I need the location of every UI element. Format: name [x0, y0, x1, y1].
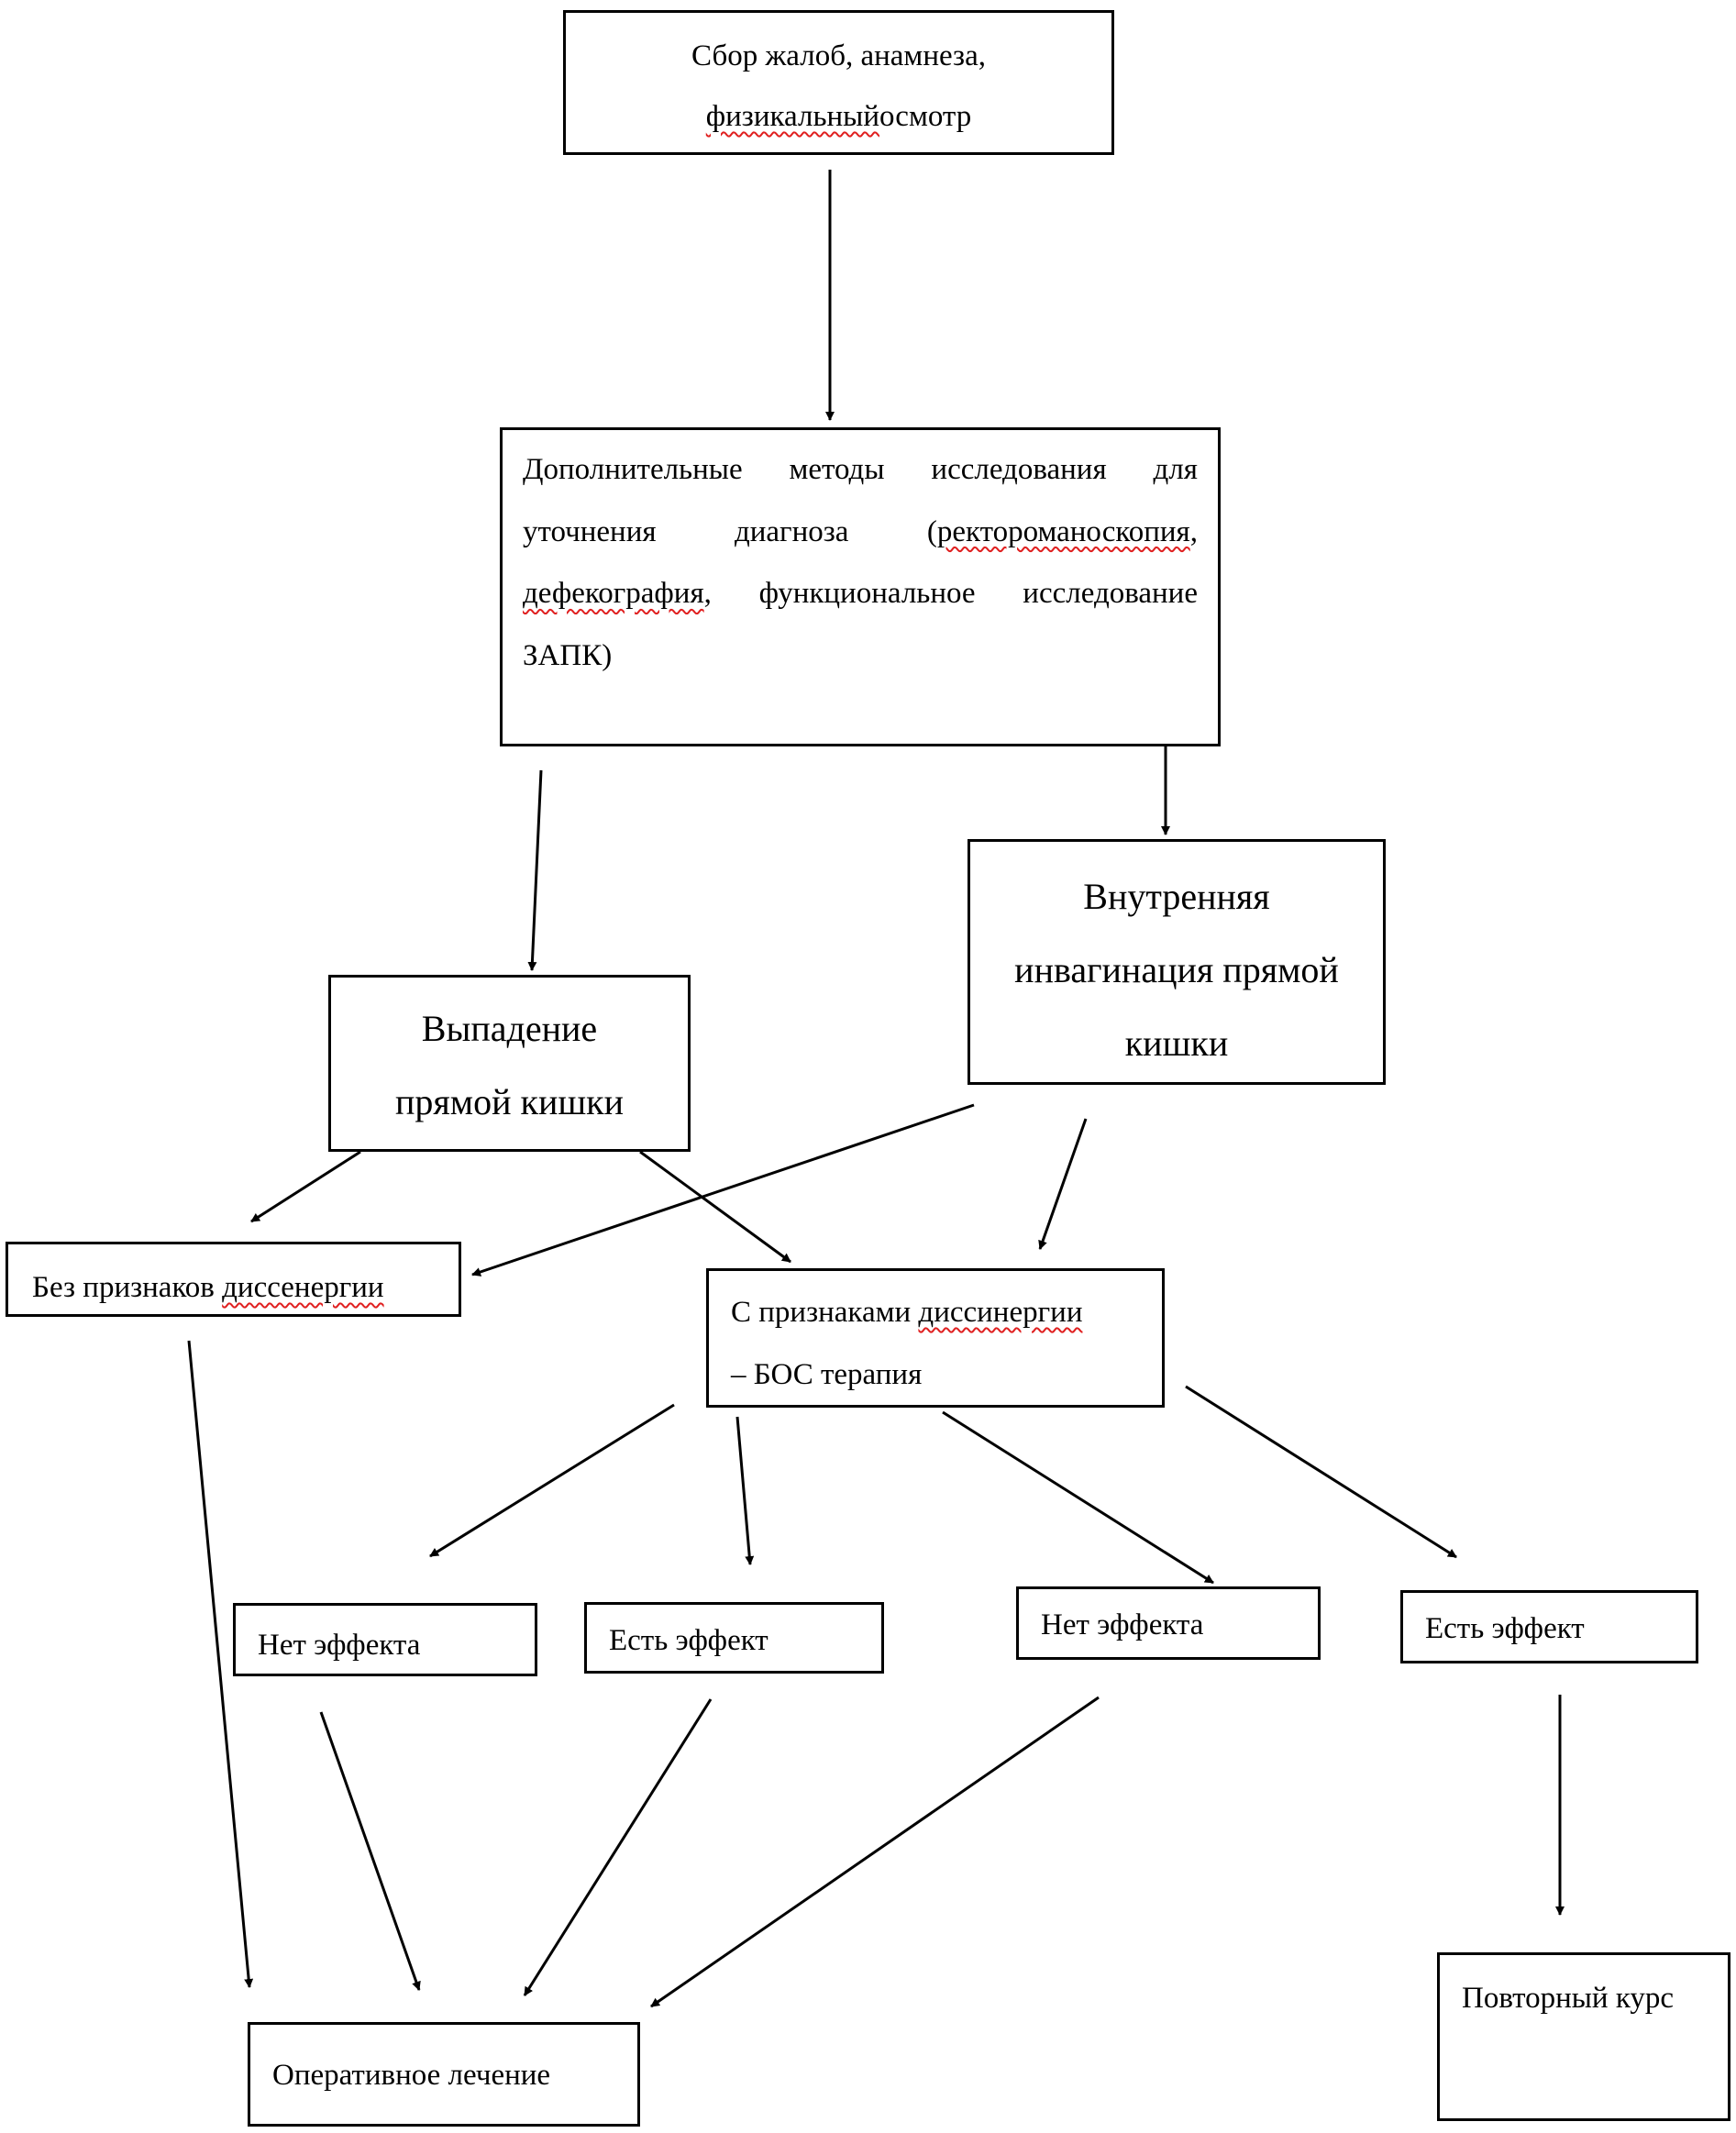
rectal-prolapse-label: Выпадение прямой кишки: [394, 1008, 624, 1122]
additional-methods-box: Дополнительные методы исследования для у…: [500, 427, 1221, 746]
collect-complaints-line1: Сбор жалоб, анамнеза,: [691, 39, 986, 72]
spellcheck-word: дефекография: [523, 577, 704, 611]
arrow-no-effect-2-to-surgery: [650, 1696, 1100, 2008]
spellcheck-word: диссенергии: [222, 1271, 384, 1304]
collect-complaints-box: Сбор жалоб, анамнеза, физикальныйосмотр: [563, 10, 1114, 155]
arrow-effect-1-to-surgery: [523, 1698, 713, 1996]
repeat-course-label: Повторный курс: [1462, 1982, 1675, 2015]
arrow-no-effect-1-to-surgery: [319, 1711, 421, 1991]
has-effect-label-1: Есть эффект: [609, 1624, 768, 1657]
has-effect-box-2: Есть эффект: [1400, 1590, 1698, 1663]
no-effect-label-1: Нет эффекта: [258, 1629, 421, 1662]
additional-methods-comma: ,: [1189, 514, 1198, 548]
arrow-dyssynergia-to-no-effect-1: [429, 1403, 675, 1558]
repeat-course-box: Повторный курс: [1437, 1952, 1730, 2121]
surgical-treatment-label: Оперативное лечение: [272, 2059, 551, 2092]
additional-methods-text-part2: , функциональное исследование ЗАПК): [523, 577, 1198, 672]
internal-invagination-label: Внутренняя инвагинация прямой кишки: [1014, 876, 1339, 1064]
no-effect-label-2: Нет эффекта: [1041, 1608, 1204, 1641]
additional-methods-text-part1: Дополнительные методы исследования для у…: [523, 453, 1198, 548]
dyssynergia-line1: С признаками диссинергии: [731, 1296, 1082, 1329]
no-effect-box-1: Нет эффекта: [233, 1603, 537, 1676]
has-effect-label-2: Есть эффект: [1425, 1612, 1585, 1645]
collect-complaints-line2: физикальныйосмотр: [706, 100, 971, 133]
dyssynergia-biofeedback-box: С признаками диссинергии – БОС терапия: [706, 1268, 1165, 1408]
arrow-extra-to-prolapse: [527, 769, 543, 971]
arrow-prolapse-to-dyssynergia: [639, 1150, 791, 1264]
arrow-dyssynergia-to-effect-2: [1185, 1385, 1457, 1559]
dyssynergia-prefix: С признаками: [731, 1296, 919, 1329]
surgical-treatment-box: Оперативное лечение: [248, 2022, 640, 2127]
has-effect-box-1: Есть эффект: [584, 1602, 884, 1674]
spellcheck-word: ректороманоскопия: [936, 514, 1190, 548]
spellcheck-word: физикальный: [705, 100, 879, 133]
internal-invagination-box: Внутренняя инвагинация прямой кишки: [968, 839, 1386, 1085]
dyssynergia-line2: – БОС терапия: [731, 1357, 923, 1391]
rectal-prolapse-box: Выпадение прямой кишки: [328, 975, 691, 1152]
arrow-prolapse-to-no-dyssynergia: [250, 1150, 361, 1223]
arrow-dyssynergia-to-no-effect-2: [942, 1410, 1214, 1585]
no-dyssynergia-box: Без признаков диссенергии: [6, 1242, 461, 1317]
collect-complaints-line2-rest: осмотр: [879, 100, 972, 133]
spellcheck-word: диссинергии: [918, 1296, 1083, 1329]
arrow-dyssynergia-to-effect-1: [735, 1416, 755, 1565]
arrow-invagination-to-dyssynergia: [1038, 1118, 1088, 1250]
no-effect-box-2: Нет эффекта: [1016, 1586, 1321, 1660]
no-dyssynergia-prefix: Без признаков: [32, 1271, 223, 1304]
